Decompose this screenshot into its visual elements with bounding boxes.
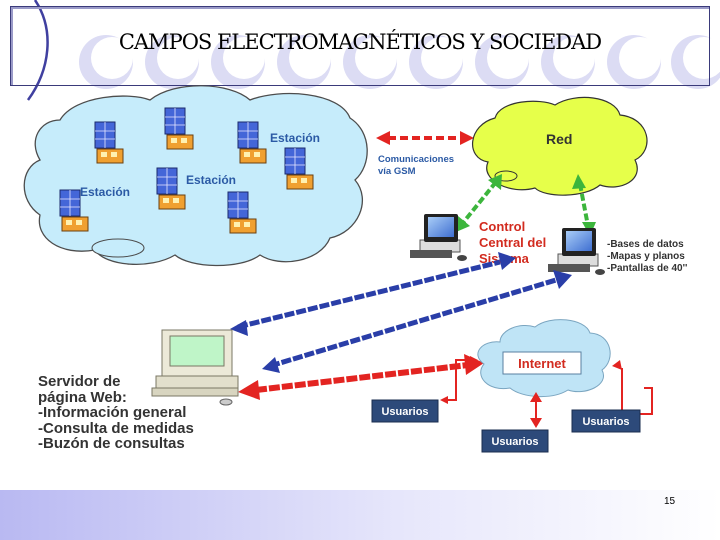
title-box [10, 6, 710, 86]
internet-label: Internet [518, 356, 566, 371]
network-diagram: Estación Estación Estación Comunicacione… [23, 85, 687, 453]
blue-arrow [262, 270, 572, 373]
page-number: 15 [664, 496, 676, 507]
web-server-computer-icon [151, 329, 239, 406]
red-cloud [472, 96, 648, 196]
solar-station-icon [59, 189, 89, 232]
server-line: -Buzón de consultas [38, 435, 185, 452]
footer-bar [0, 490, 720, 540]
cloud-puff [91, 238, 145, 258]
users-label: Usuarios [491, 436, 538, 448]
data-item: -Pantallas de 40'' [607, 263, 687, 274]
users-box [481, 429, 549, 453]
arrow-head [440, 396, 448, 404]
solar-station-icon [284, 147, 314, 190]
arrow-head [470, 356, 478, 364]
data-item: -Mapas y planos [607, 251, 685, 262]
station-label: Estación [80, 185, 130, 199]
blue-arrow [230, 252, 516, 336]
users-label: Usuarios [381, 406, 428, 418]
control-label: Central del [479, 235, 546, 250]
users-label: Usuarios [582, 416, 629, 428]
control-computer-icon [548, 228, 605, 275]
slide-title: CAMPOS ELECTROMAGNÉTICOS Y SOCIEDAD [118, 30, 602, 54]
station-label: Estación [270, 131, 320, 145]
arrow-head [530, 392, 542, 402]
solar-station-icon [94, 121, 124, 164]
data-item: -Bases de datos [607, 239, 684, 250]
server-line: -Información general [38, 404, 187, 421]
server-line: -Consulta de medidas [38, 419, 194, 437]
solar-station-icon [227, 191, 257, 234]
users-box [371, 399, 439, 423]
users-box [571, 409, 641, 433]
solar-station-icon [156, 167, 186, 210]
solar-station-icon [164, 107, 194, 150]
gsm-label: vía GSM [378, 166, 416, 177]
gsm-arrow [376, 131, 474, 145]
station-label: Estación [186, 173, 236, 187]
internet-label-box [502, 351, 582, 375]
server-line: Servidor de [38, 373, 121, 390]
solar-station-icon [237, 121, 267, 164]
background-circles [26, 0, 720, 101]
control-computer-icon [410, 214, 467, 261]
control-label: Control [479, 219, 525, 234]
green-arrow [456, 174, 502, 232]
server-line: página Web: [38, 388, 127, 406]
gsm-label: Comunicaciones [378, 154, 454, 165]
arrow-head [530, 418, 542, 428]
server-description: Servidor de página Web: -Información gen… [38, 374, 238, 452]
red-label: Red [546, 131, 572, 147]
arrow-head [612, 360, 622, 370]
